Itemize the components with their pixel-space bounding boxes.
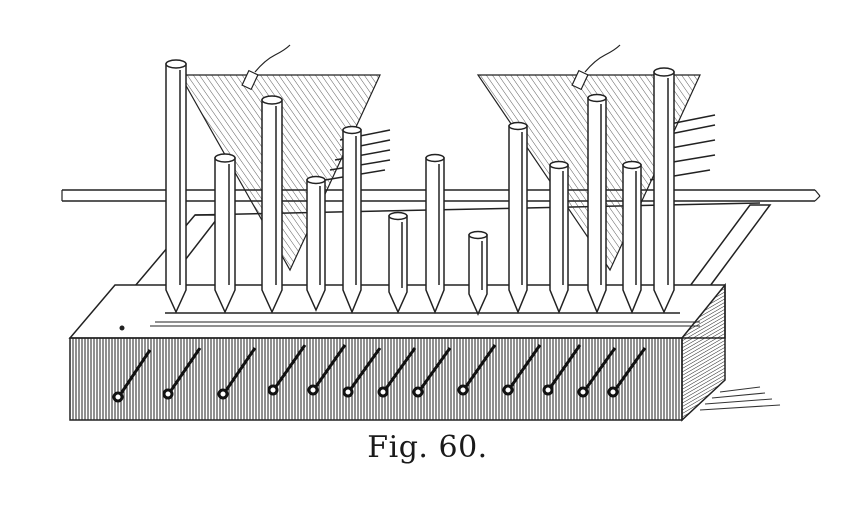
organ-pipe	[587, 93, 607, 314]
valve-keys	[112, 344, 647, 403]
organ-pipe	[549, 160, 569, 314]
organ-pipe	[342, 125, 362, 314]
organ-pipe	[508, 121, 528, 314]
ground-shadow	[699, 386, 781, 411]
figure-caption: Fig. 60.	[367, 430, 488, 465]
pipe-organ-engraving	[61, 44, 821, 422]
organ-pipes	[165, 59, 675, 316]
organ-pipe	[468, 230, 488, 316]
organ-pipe	[165, 59, 187, 314]
organ-pipe	[622, 160, 642, 314]
organ-pipe	[425, 153, 445, 314]
organ-pipe	[261, 95, 283, 314]
organ-pipe	[306, 175, 326, 312]
organ-pipe	[653, 67, 675, 314]
organ-pipe	[214, 153, 236, 314]
organ-pipe	[388, 211, 408, 314]
